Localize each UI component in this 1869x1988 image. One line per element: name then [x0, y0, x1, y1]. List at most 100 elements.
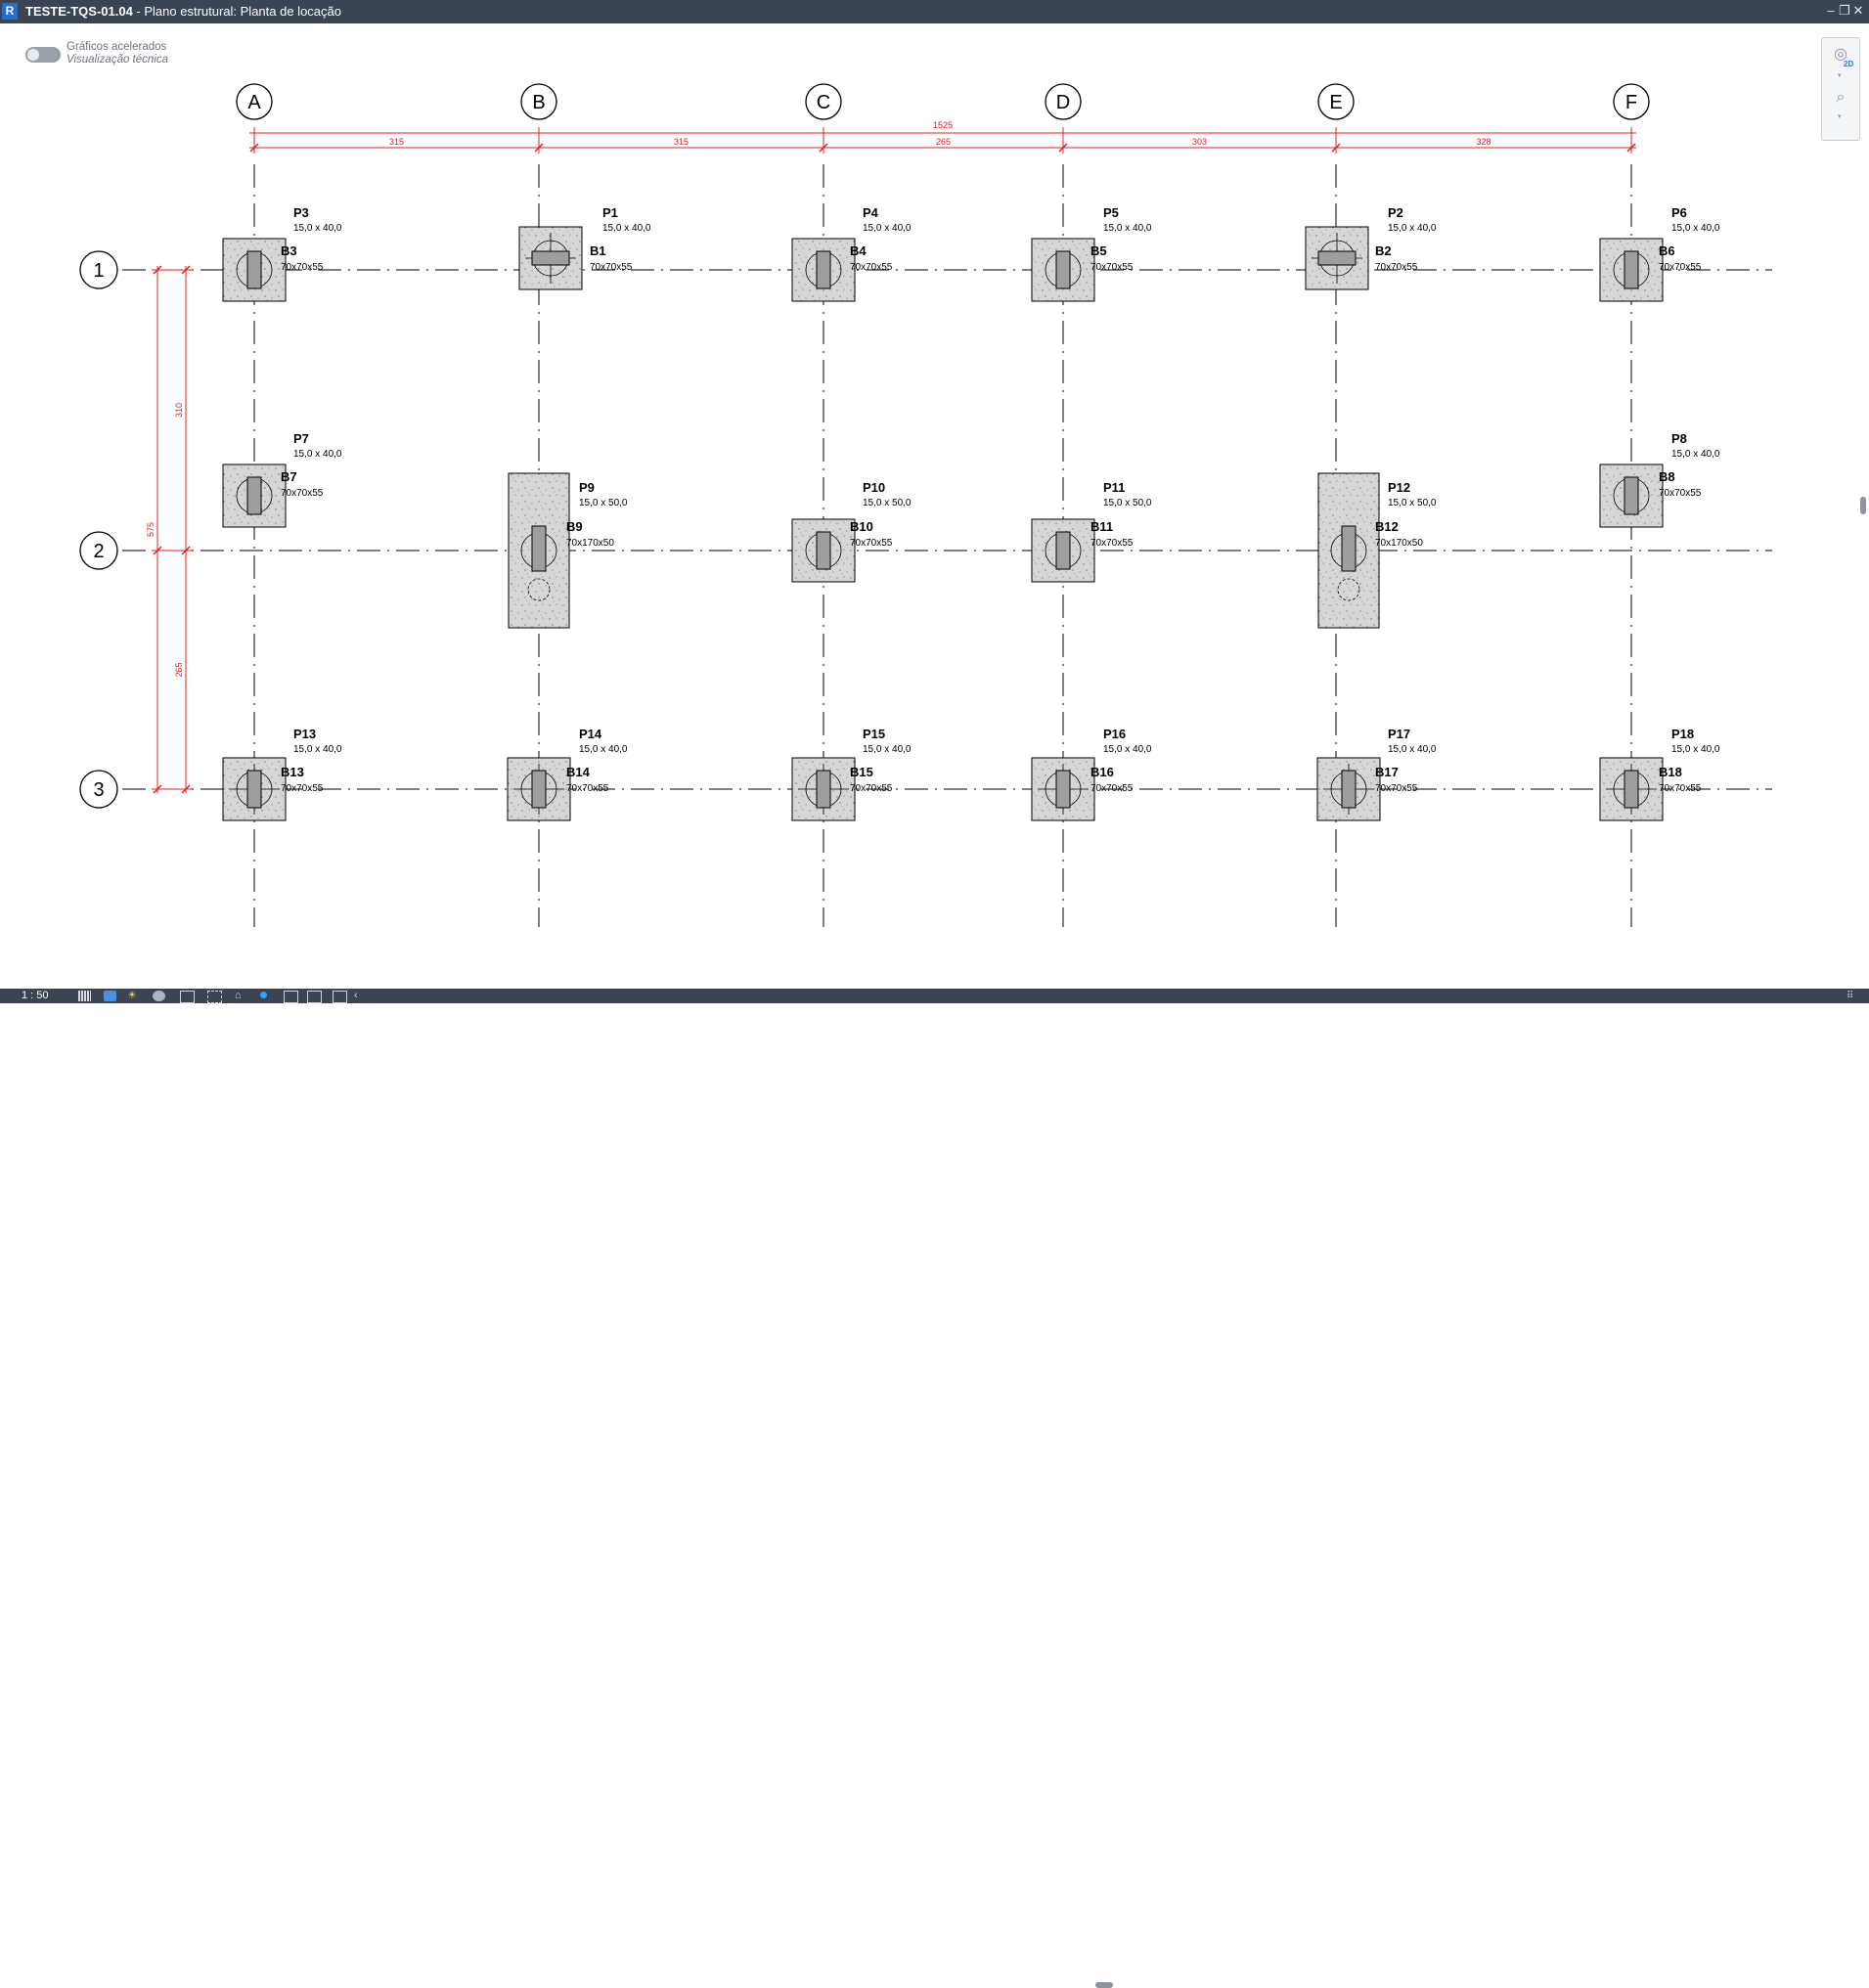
footing-b7[interactable] — [222, 464, 287, 528]
pillar-p9[interactable] — [531, 525, 547, 572]
dimension-tick — [153, 546, 162, 555]
footing-group-b4[interactable] — [791, 238, 856, 302]
reveal-hidden-icon[interactable] — [284, 991, 298, 1003]
close-button[interactable]: ✕ — [1852, 3, 1864, 18]
pillar-p1[interactable] — [531, 250, 570, 266]
pillar-p14[interactable] — [531, 770, 547, 809]
grid-bubble[interactable] — [79, 250, 118, 289]
footing-group-b10[interactable] — [791, 518, 856, 583]
resize-grip-icon[interactable]: ⠿ — [1847, 991, 1854, 1001]
footing-group-b3[interactable] — [222, 238, 287, 302]
pillar-p12[interactable] — [1341, 525, 1357, 572]
footing-label: B16 — [1090, 765, 1114, 779]
footing-group-b15[interactable] — [791, 757, 856, 821]
pillar-p2[interactable] — [1317, 250, 1357, 266]
footing-group-b18[interactable] — [1599, 757, 1664, 821]
pillar-p10[interactable] — [816, 531, 831, 570]
footing-label: B1 — [590, 243, 606, 258]
pillar-size-label: 15,0 x 50,0 — [1388, 498, 1437, 508]
shadows-icon[interactable] — [153, 991, 165, 1001]
pillar-label: P12 — [1388, 480, 1410, 495]
footing-group-b2[interactable] — [1305, 226, 1369, 290]
sun-path-icon[interactable]: ☀ — [127, 990, 137, 1001]
detail-level-icon[interactable] — [78, 991, 91, 1001]
footing-group-b6[interactable] — [1599, 238, 1664, 302]
temporary-hide-icon[interactable] — [260, 992, 267, 998]
footing-group-b8[interactable] — [1599, 464, 1664, 528]
footing-group-b9[interactable] — [508, 472, 570, 629]
pillar-label: P2 — [1388, 205, 1403, 220]
crop-view-icon[interactable] — [180, 991, 195, 1003]
crop-region-icon[interactable] — [207, 991, 222, 1003]
scale-readout[interactable]: 1 : 50 — [22, 990, 49, 1001]
footing-size-label: 70x70x55 — [1659, 262, 1702, 273]
pillar-label: P13 — [293, 727, 316, 741]
app-logo-icon[interactable]: R — [2, 3, 18, 20]
minimize-button[interactable]: – — [1827, 3, 1835, 18]
grid-bubble[interactable] — [1317, 83, 1355, 120]
grid-bubble[interactable] — [520, 83, 557, 120]
pillar-p17[interactable] — [1341, 770, 1357, 809]
footing-label: B5 — [1090, 243, 1107, 258]
chevron-left-icon[interactable]: ‹ — [354, 990, 358, 1001]
lock-3d-icon[interactable]: ⌂ — [235, 990, 242, 1001]
horizontal-scrollbar-thumb[interactable] — [1095, 1982, 1113, 1988]
toggle-knob — [27, 49, 39, 61]
footing-group-b16[interactable] — [1031, 757, 1095, 821]
footing-group-b7[interactable] — [222, 464, 287, 528]
dimension-tick — [1331, 143, 1341, 153]
grid-bubble[interactable] — [79, 770, 118, 809]
footing-size-label: 70x70x55 — [1090, 262, 1134, 273]
grid-bubble[interactable] — [1613, 83, 1650, 120]
toggle-label-line1: Gráficos acelerados — [67, 41, 167, 53]
grid-bubble-label: 2 — [93, 541, 104, 562]
pillar-label: P10 — [863, 480, 885, 495]
pillar-p15[interactable] — [816, 770, 831, 809]
pillar-p18[interactable] — [1624, 770, 1639, 809]
visual-style-icon[interactable] — [104, 991, 116, 1001]
pillar-p8[interactable] — [1624, 476, 1639, 515]
footing-group-b12[interactable] — [1317, 472, 1380, 629]
footing-group-b14[interactable] — [507, 757, 571, 821]
dimension-tick — [153, 265, 162, 275]
footing-group-b11[interactable] — [1031, 518, 1095, 583]
grid-bubble-label: 3 — [93, 779, 104, 801]
pillar-p7[interactable] — [246, 476, 262, 515]
grid-bubble[interactable] — [805, 83, 842, 120]
grid-bubble[interactable] — [79, 531, 118, 570]
footing-label: B6 — [1659, 243, 1675, 258]
pillar-size-label: 15,0 x 40,0 — [1671, 223, 1720, 234]
footing-size-label: 70x170x50 — [566, 538, 614, 549]
grid-bubble-label: 1 — [93, 260, 104, 282]
chevron-down-icon[interactable]: ▾ — [1838, 113, 1842, 120]
pillar-label: P7 — [293, 431, 309, 446]
pillar-p16[interactable] — [1055, 770, 1071, 809]
dimension-text-span: 328 — [1476, 137, 1491, 147]
grid-bubble[interactable] — [236, 83, 273, 120]
footing-group-b1[interactable] — [518, 226, 583, 290]
footing-group-b5[interactable] — [1031, 238, 1095, 302]
restore-button[interactable]: ❐ — [1839, 3, 1850, 18]
footing-group-b13[interactable] — [222, 757, 287, 821]
dimension-tick — [819, 143, 828, 153]
pillar-p6[interactable] — [1624, 250, 1639, 289]
chevron-down-icon[interactable]: ▾ — [1838, 72, 1842, 79]
pillar-p5[interactable] — [1055, 250, 1071, 289]
highlight-displacement-icon[interactable] — [333, 991, 347, 1003]
pillar-p11[interactable] — [1055, 531, 1071, 570]
pillar-label: P15 — [863, 727, 885, 741]
pillar-p13[interactable] — [246, 770, 262, 809]
accelerated-graphics-toggle[interactable] — [25, 47, 61, 63]
pillar-p4[interactable] — [816, 250, 831, 289]
steering-wheel-icon[interactable]: ◎ — [1834, 46, 1847, 63]
vertical-scrollbar-thumb[interactable] — [1860, 497, 1866, 514]
analytical-model-icon[interactable] — [307, 991, 322, 1003]
footing-b8[interactable] — [1599, 464, 1664, 528]
pillar-p3[interactable] — [246, 250, 262, 289]
footing-label: B13 — [281, 765, 304, 779]
grid-bubble[interactable] — [1045, 83, 1082, 120]
footing-group-b17[interactable] — [1316, 757, 1381, 821]
zoom-icon[interactable]: ⌕ — [1836, 89, 1846, 106]
title-bar: R TESTE-TQS-01.04 - Plano estrutural: Pl… — [0, 0, 1869, 23]
